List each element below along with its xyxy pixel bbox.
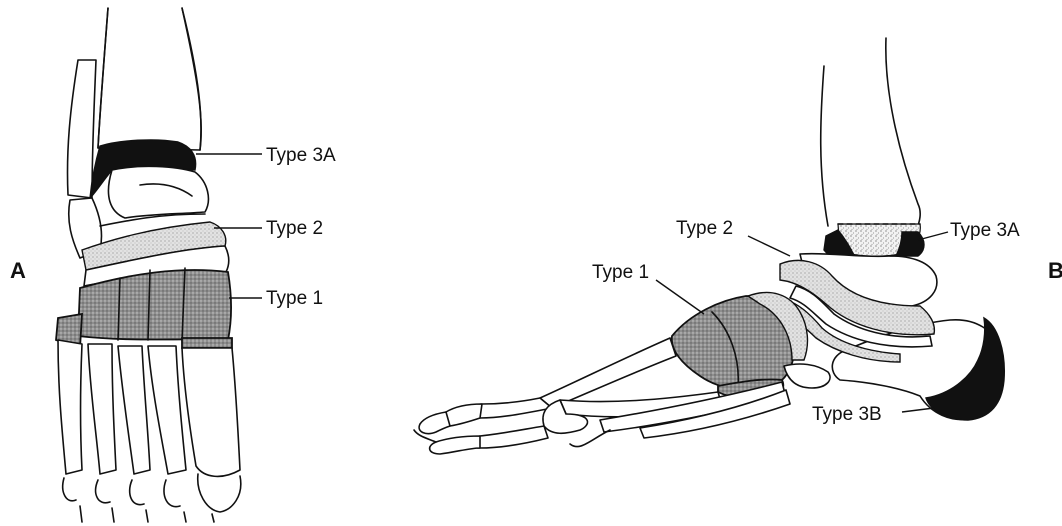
leader-type-3a-b (918, 232, 948, 240)
label-type-1-a: Type 1 (266, 288, 323, 309)
metatarsal-5-a (58, 340, 82, 474)
panel-a-foot-illustration (56, 8, 241, 522)
label-type-3a-b: Type 3A (950, 220, 1020, 241)
metatarsal-b (540, 338, 676, 408)
metatarsal-1-a (182, 348, 240, 476)
label-type-3b-b: Type 3B (812, 404, 882, 425)
panel-label-b: B (1048, 258, 1062, 283)
toe-phalanges-b (473, 398, 552, 418)
leader-type-3b-b (902, 408, 934, 412)
metatarsal-4-a (88, 344, 116, 474)
leader-type-1-b (656, 280, 704, 314)
label-type-2-a: Type 2 (266, 218, 323, 239)
panel-b-foot-illustration (414, 38, 1004, 454)
label-type-2-b: Type 2 (676, 218, 733, 239)
metatarsal-2-a (148, 346, 186, 474)
panel-label-a: A (10, 258, 26, 283)
fibula (67, 60, 96, 198)
talus-a (108, 166, 208, 218)
label-type-1-b: Type 1 (592, 262, 649, 283)
leader-type-2-b (748, 236, 790, 256)
metatarsal-3-a (118, 346, 150, 474)
label-type-3a-a: Type 3A (266, 145, 336, 166)
tibia (98, 8, 201, 150)
